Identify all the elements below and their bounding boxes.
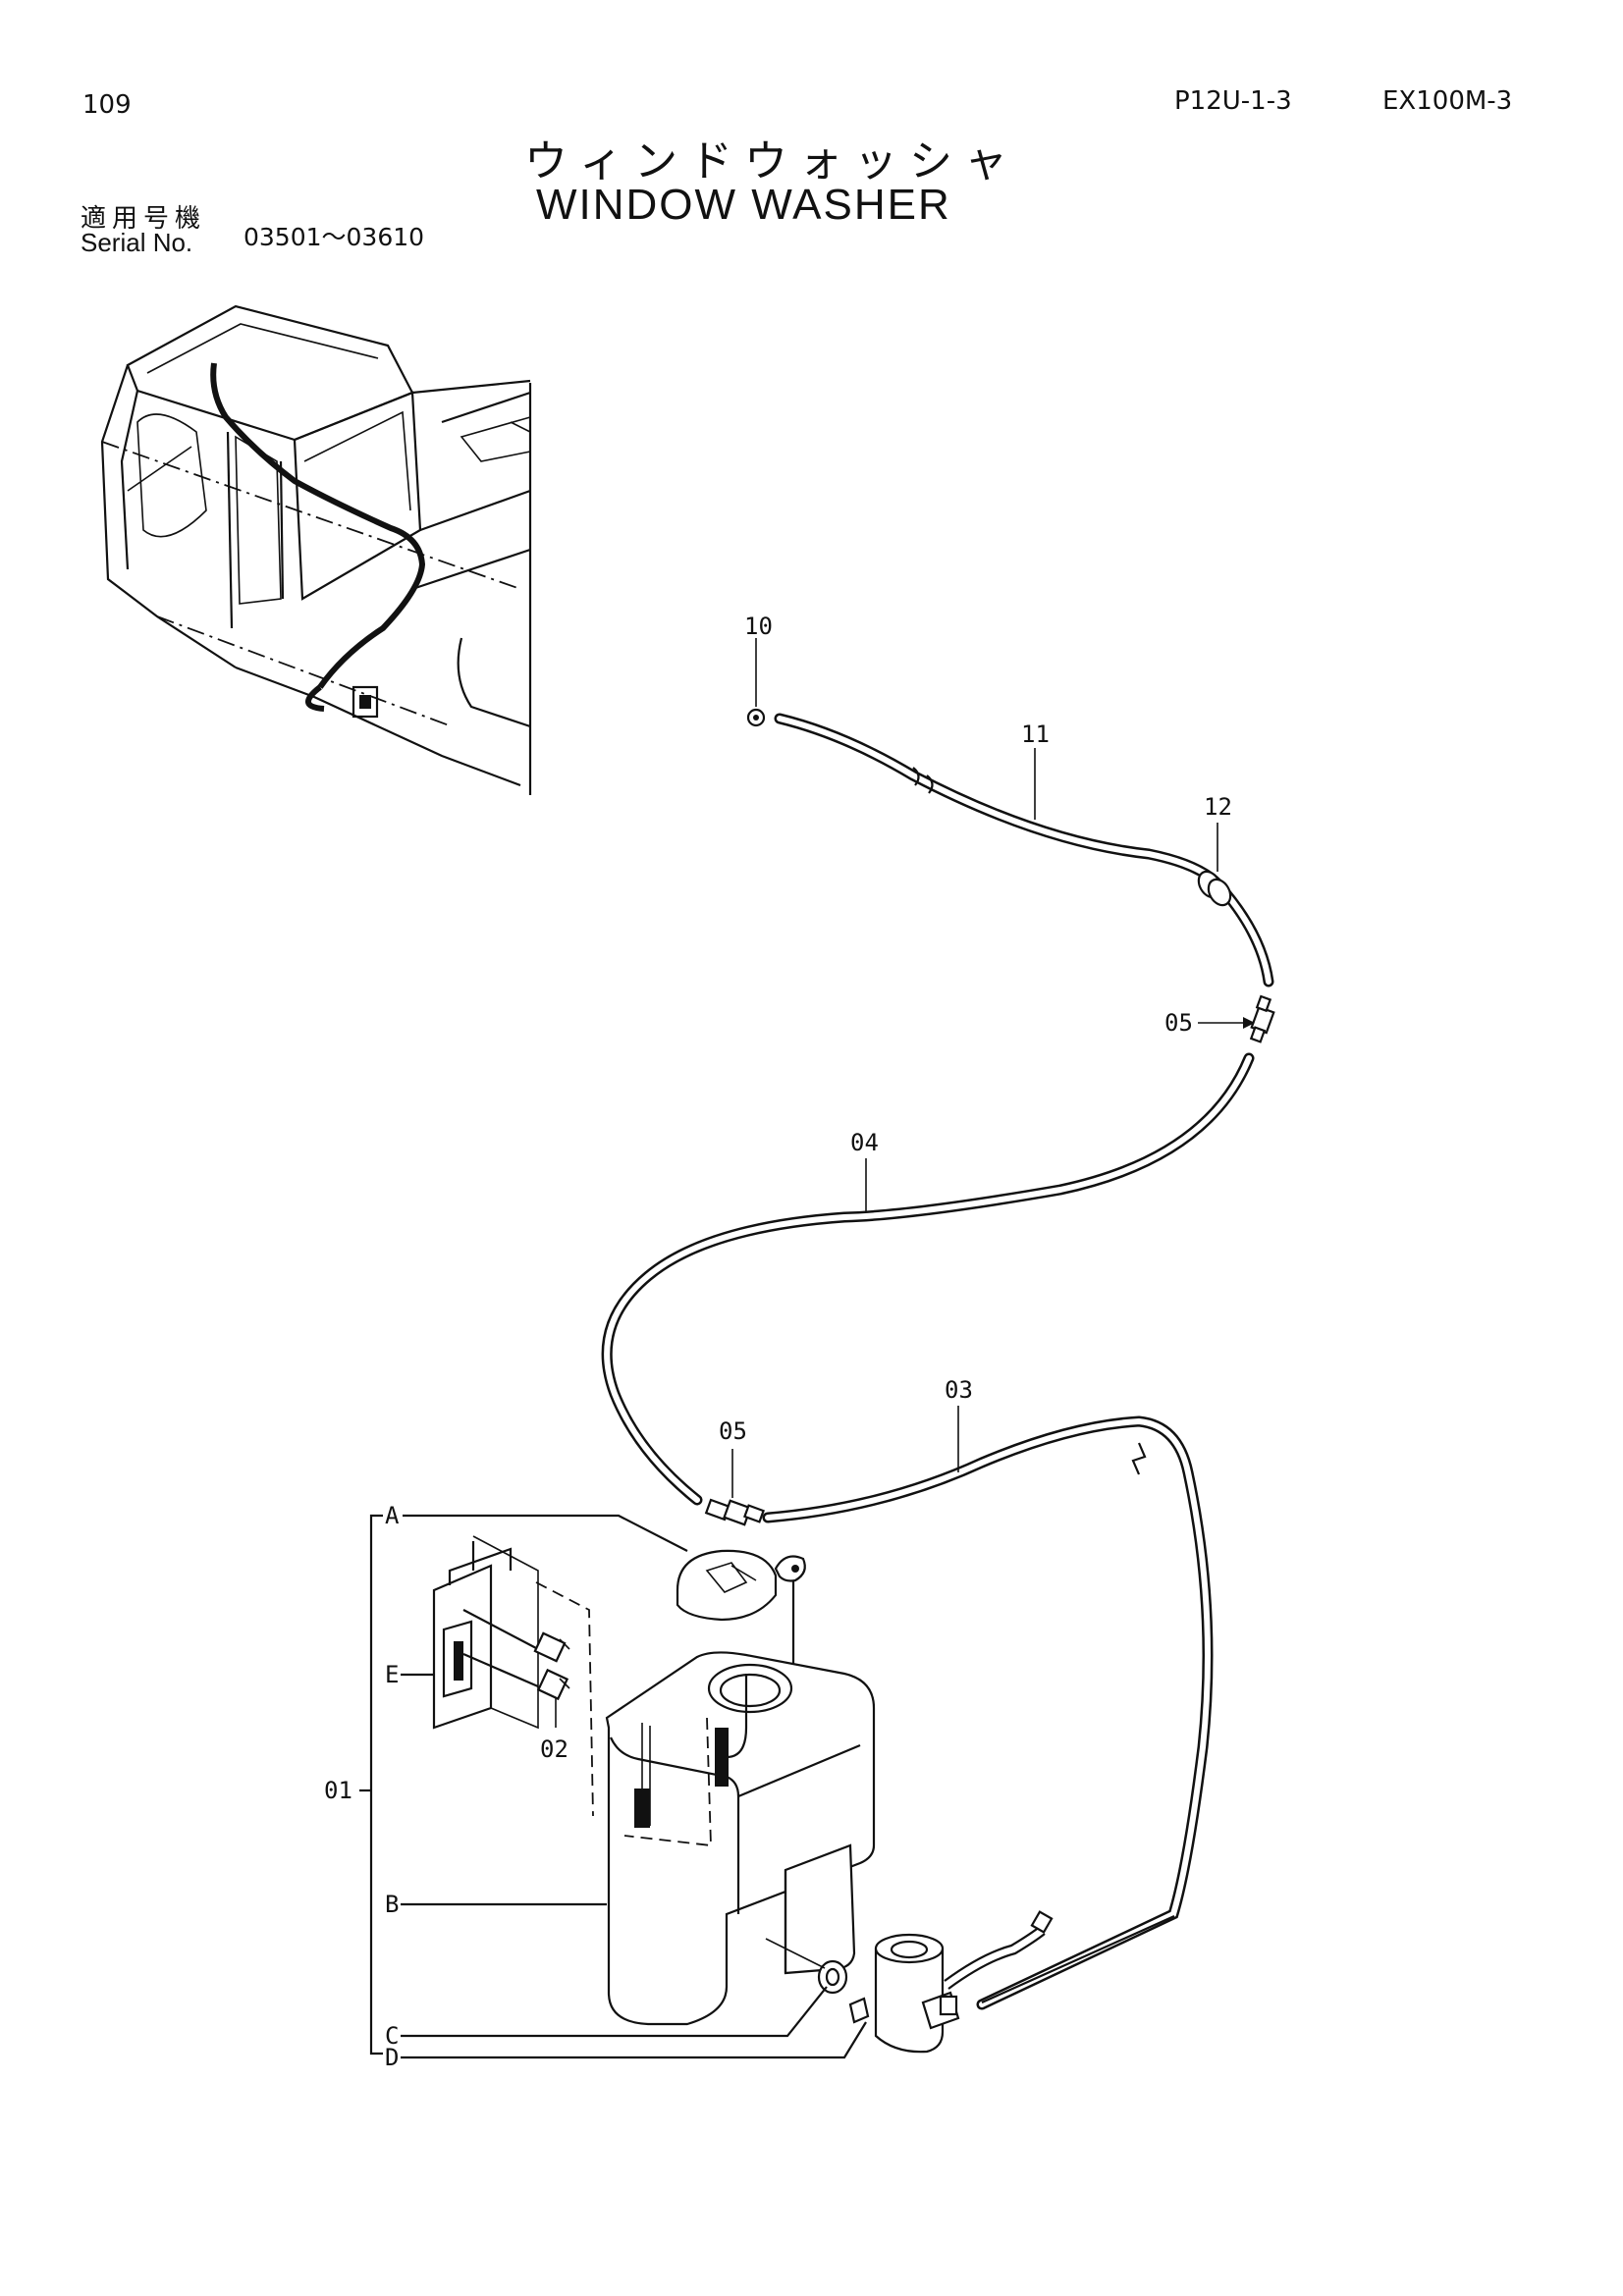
catalog-code: P12U-1-3 [1174, 86, 1292, 116]
title-japanese: ウィンドウォッシャ [524, 136, 1019, 187]
check-valve-05-lower [704, 1498, 765, 1526]
page-number: 109 [82, 90, 132, 120]
callout-sub-b: B [385, 1891, 399, 1918]
joint-12 [1197, 870, 1232, 907]
model-code: EX100M-3 [1382, 86, 1513, 116]
assembly-01-bracket [359, 1514, 867, 2059]
title-english: WINDOW WASHER [536, 181, 951, 229]
callout-03: 03 [945, 1376, 973, 1404]
arrow-05-upper [1243, 1017, 1255, 1029]
check-valve-05-upper [1249, 994, 1275, 1043]
serial-range: 03501～03610 [243, 223, 425, 251]
callout-sub-c: C [385, 2022, 399, 2050]
cab-overview-illustration [100, 304, 532, 795]
nozzle-10 [746, 708, 766, 727]
callout-11: 11 [1021, 721, 1050, 748]
hose-04 [601, 1052, 1255, 1506]
serial-label-english: Serial No. [81, 228, 193, 257]
grommet [765, 1938, 848, 1995]
callout-05-lower: 05 [719, 1417, 747, 1445]
washer-tank [605, 1651, 876, 2026]
callout-05-upper: 05 [1164, 1009, 1193, 1037]
callout-sub-e: E [385, 1661, 399, 1688]
serial-label-japanese: 適用号機 [81, 204, 207, 234]
tank-cap [676, 1549, 806, 1681]
callout-sub-a: A [385, 1502, 400, 1529]
bolts-02 [462, 1609, 570, 1701]
callout-04: 04 [850, 1129, 879, 1156]
washer-pump [848, 1910, 1175, 2054]
callout-01: 01 [324, 1777, 352, 1804]
callout-12: 12 [1204, 793, 1232, 821]
bracket [432, 1535, 594, 1817]
callout-10: 10 [744, 613, 773, 640]
hose-03 [762, 1415, 1214, 2010]
callout-sub-d: D [385, 2044, 399, 2071]
hose-11 [774, 713, 1274, 988]
callout-02: 02 [540, 1735, 568, 1763]
